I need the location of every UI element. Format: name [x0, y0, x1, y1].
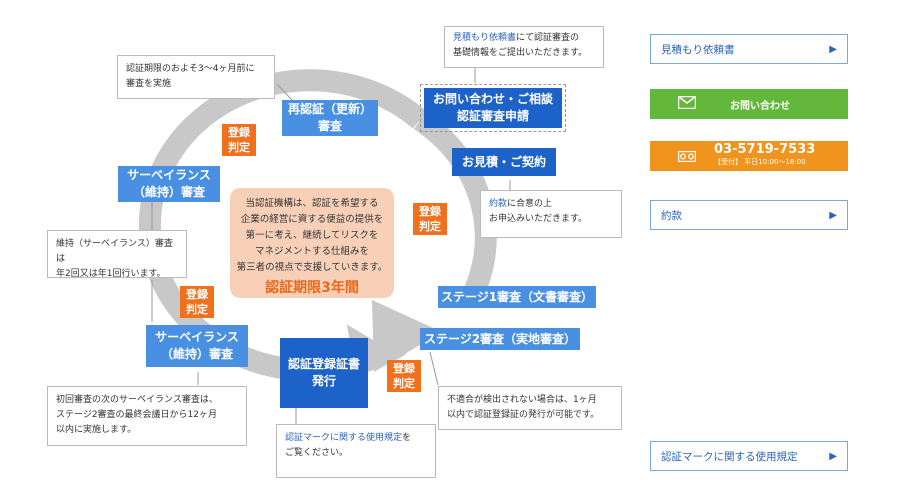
inquiry-frame: お問い合わせ・ご相談 認証審査申請 — [420, 84, 566, 132]
inquiry-line1: お問い合わせ・ご相談 — [432, 92, 553, 106]
telephone-icon — [677, 147, 698, 166]
center-line1: 当認証機構は、認証を希望する — [245, 198, 379, 209]
request-note-rest: にて認証審査の — [516, 33, 580, 43]
contact-button[interactable]: お問い合わせ — [650, 89, 848, 119]
judgement-badge-top: 登録 判定 — [222, 124, 256, 156]
request-note: 見積もり依頼書にて認証審査の 基礎情報をご提出いただきます。 — [444, 26, 604, 68]
surveillance-top-box: サーベイランス （維持）審査 — [118, 166, 220, 202]
judge-line2: 判定 — [419, 220, 441, 233]
first-surv-line1: 初回審査の次のサーベイランス審査は、 — [56, 395, 218, 405]
judge-line2: 判定 — [186, 303, 208, 316]
nonconf-line2: 以内で認証登録証の発行が可能です。 — [447, 410, 600, 420]
terms-note: 約款に合意の上 お申込みいただきます。 — [480, 190, 622, 238]
judge-line2: 判定 — [393, 377, 415, 390]
triangle-right-icon: ▶ — [829, 450, 837, 462]
center-line5: 第三者の視点で支援していきます。 — [236, 262, 388, 273]
mark-rules-note: 認証マークに関する使用規定を ご覧ください。 — [276, 424, 436, 478]
mark-note-line2: ご覧ください。 — [285, 448, 349, 458]
stage1-box: ステージ1審査（文書審査） — [438, 286, 596, 308]
surveillance-frequency-note: 維持（サーベイランス）審査は 年2回又は年1回行います。 — [47, 230, 187, 279]
cert-issue-line2: 発行 — [311, 374, 336, 388]
recert-note-line1: 認証期限のおよそ3〜4ヶ月前に — [126, 64, 255, 74]
center-line3: 第一に考え、継続してリスクを — [245, 230, 379, 241]
first-surv-line3: 以内に実施します。 — [56, 425, 137, 435]
surveillance-bottom-box: サーベイランス （維持）審査 — [146, 325, 248, 367]
judge-line1: 登録 — [419, 205, 441, 218]
mark-rules-link[interactable]: 認証マークに関する使用規定 — [285, 433, 403, 443]
judge-line1: 登録 — [186, 288, 208, 301]
estimate-request-label: 見積もり依頼書 — [661, 43, 735, 56]
first-surv-line2: ステージ2審査の最終会議日から12ヶ月 — [56, 410, 217, 420]
surv-bottom-line1: サーベイランス — [155, 330, 239, 344]
cert-issue-box: 認証登録証書 発行 — [280, 338, 368, 408]
center-line4: マネジメントする仕組みを — [254, 246, 369, 257]
surv-freq-line2: 年2回又は年1回行います。 — [56, 269, 166, 279]
center-message: 当認証機構は、認証を希望する 企業の経営に資する便益の提供を 第一に考え、継続し… — [230, 188, 394, 298]
mark-note-rest: を — [402, 433, 412, 443]
nonconf-line1: 不適合が検出されない場合は、1ヶ月 — [447, 395, 597, 405]
surv-freq-line1: 維持（サーベイランス）審査は — [56, 239, 173, 264]
center-line2: 企業の経営に資する便益の提供を — [240, 214, 384, 225]
triangle-right-icon: ▶ — [829, 43, 837, 55]
judgement-badge-right: 登録 判定 — [413, 203, 447, 235]
triangle-right-icon: ▶ — [829, 209, 837, 221]
inquiry-line2: 認証審査申請 — [456, 109, 529, 123]
surv-bottom-line2: （維持）審査 — [160, 347, 233, 361]
estimate-contract-box: お見積・ご契約 — [452, 148, 556, 176]
nonconformity-note: 不適合が検出されない場合は、1ヶ月 以内で認証登録証の発行が可能です。 — [438, 386, 622, 430]
phone-button[interactable]: 03-5719-7533 【受付】 平日10:00〜18:00 — [650, 141, 848, 171]
recert-line1: 再認証（更新） — [287, 102, 372, 116]
stage2-label: ステージ2審査（実地審査） — [423, 331, 577, 346]
request-note-line2: 基礎情報をご提出いただきます。 — [453, 48, 588, 58]
surv-top-line2: （維持）審査 — [132, 185, 205, 199]
estimate-request-button[interactable]: 見積もり依頼書 ▶ — [650, 34, 848, 64]
stage1-label: ステージ1審査（文書審査） — [440, 289, 594, 304]
request-form-link[interactable]: 見積もり依頼書 — [453, 33, 517, 43]
inquiry-box: お問い合わせ・ご相談 認証審査申請 — [424, 88, 562, 128]
judgement-badge-left: 登録 判定 — [180, 286, 214, 318]
mark-rules-button[interactable]: 認証マークに関する使用規定 ▶ — [650, 441, 848, 471]
stage2-box: ステージ2審査（実地審査） — [420, 328, 580, 350]
judge-line1: 登録 — [228, 126, 250, 139]
recert-line2: 審査 — [317, 119, 342, 133]
mark-rules-label: 認証マークに関する使用規定 — [661, 450, 798, 463]
contact-label: お問い合わせ — [730, 100, 790, 112]
terms-note-rest: に合意の上 — [507, 199, 553, 209]
terms-note-line2: お申込みいただきます。 — [489, 214, 588, 224]
first-surveillance-note: 初回審査の次のサーベイランス審査は、 ステージ2審査の最終会議日から12ヶ月 以… — [47, 386, 247, 446]
terms-label: 約款 — [661, 209, 682, 222]
judgement-badge-bottom: 登録 判定 — [387, 360, 421, 392]
judge-line2: 判定 — [228, 141, 250, 154]
estimate-contract-label: お見積・ご契約 — [461, 154, 546, 169]
terms-button[interactable]: 約款 ▶ — [650, 200, 848, 230]
recert-note-line2: 審査を実施 — [126, 79, 172, 89]
certification-period: 認証期限3年間 — [265, 280, 359, 296]
judge-line1: 登録 — [393, 362, 415, 375]
recert-note: 認証期限のおよそ3〜4ヶ月前に 審査を実施 — [117, 55, 275, 99]
phone-hours: 【受付】 平日10:00〜18:00 — [714, 158, 806, 166]
cert-issue-line1: 認証登録証書 — [287, 357, 360, 371]
phone-number: 03-5719-7533 — [714, 142, 816, 157]
envelope-icon — [677, 95, 700, 112]
surv-top-line1: サーベイランス — [127, 168, 211, 182]
terms-link[interactable]: 約款 — [489, 199, 508, 209]
recert-audit-box: 再認証（更新） 審査 — [282, 100, 378, 136]
